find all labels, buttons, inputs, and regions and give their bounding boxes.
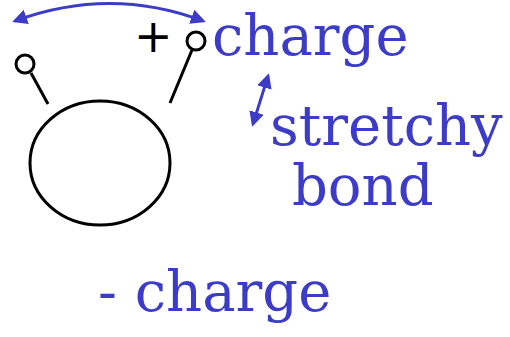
swing-arrow xyxy=(15,4,203,22)
charge-sign: + xyxy=(134,6,173,66)
charge-label: - charge xyxy=(98,262,331,322)
hydrogen-atom xyxy=(16,55,34,73)
charge-label: charge xyxy=(212,6,409,66)
stretch-arrow xyxy=(253,76,268,124)
hydrogen-atom xyxy=(187,32,205,50)
bond-line xyxy=(170,50,192,103)
bond-label: stretchy bond xyxy=(270,96,504,216)
oxygen-atom xyxy=(30,101,170,225)
bond-line xyxy=(31,73,48,104)
